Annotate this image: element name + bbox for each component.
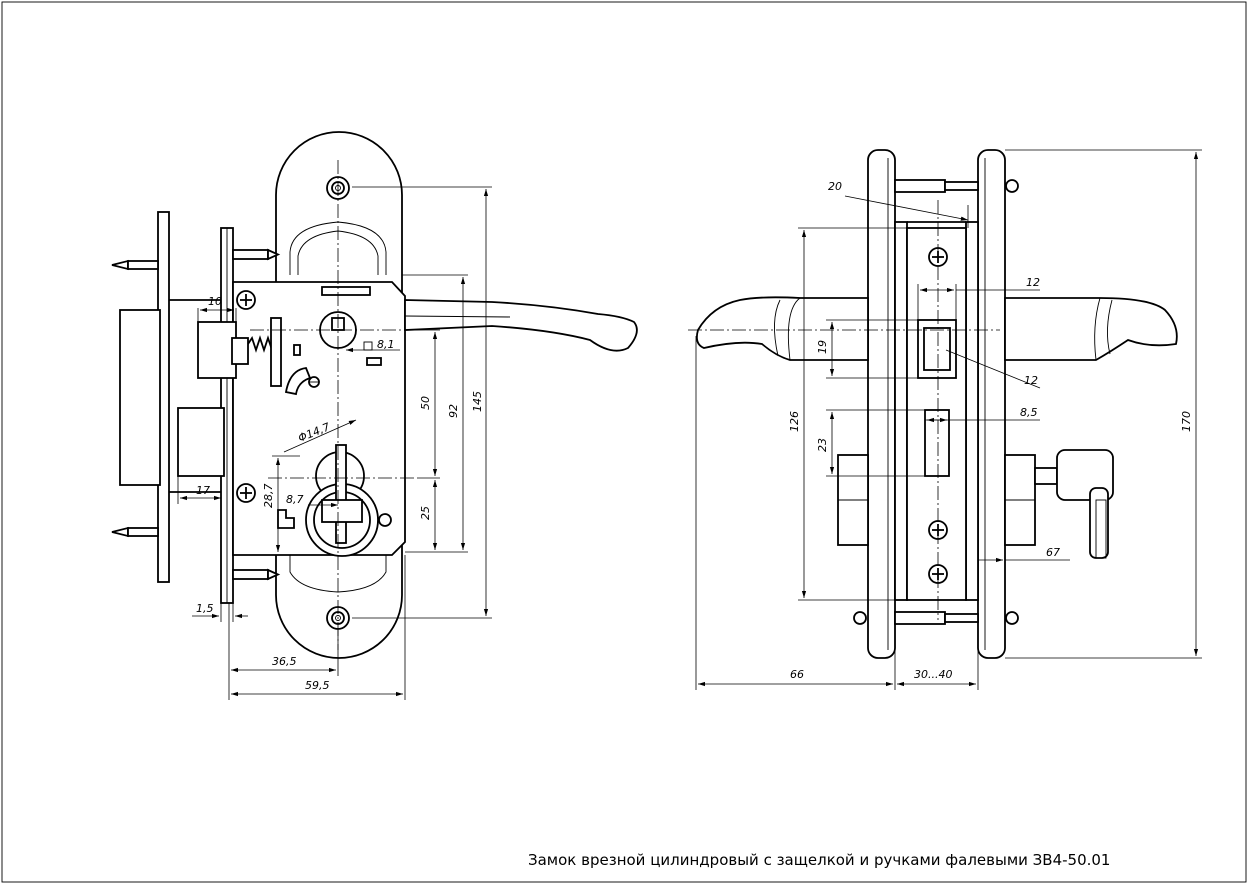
through-screw-bottom <box>853 611 1019 625</box>
dim-19: 19 <box>816 340 829 354</box>
dim-8-1: 8,1 <box>377 338 395 351</box>
dim-66: 66 <box>790 668 804 681</box>
escutcheon-left <box>867 149 896 659</box>
dim-20: 20 <box>828 180 842 193</box>
dim-126: 126 <box>788 411 801 432</box>
latch-bolt <box>197 317 301 387</box>
nail-bottom-left <box>111 526 159 538</box>
front-vertical-dims <box>352 186 492 619</box>
front-view: 145 92 50 25 10 8,1 Φ14,7 28,7 8,7 17 1,… <box>111 131 638 700</box>
dim-59-5: 59,5 <box>305 679 330 692</box>
handle-left <box>695 296 869 361</box>
dim-67: 67 <box>1046 546 1060 559</box>
dead-bolt <box>177 407 225 477</box>
dim-23: 23 <box>816 438 829 452</box>
case-slot <box>321 286 371 296</box>
dim-17: 17 <box>196 484 210 497</box>
dim-12-leader: 12 <box>1024 374 1038 387</box>
through-screw-top <box>894 179 1019 193</box>
dim-28-7: 28,7 <box>262 484 275 509</box>
strike-plate <box>119 211 226 583</box>
dim-25: 25 <box>419 506 432 520</box>
dim-8-5: 8,5 <box>1020 406 1038 419</box>
pin-top <box>232 248 281 261</box>
screw-top <box>236 290 256 310</box>
dim-8-7: 8,7 <box>286 493 304 506</box>
handle-lever <box>404 299 638 352</box>
nail-top-left <box>111 259 159 271</box>
drawing-title: Замок врезной цилиндровый с защелкой и р… <box>528 851 1110 869</box>
dim-10: 10 <box>208 295 222 308</box>
handle-right <box>1004 297 1178 361</box>
dim-92: 92 <box>447 404 460 418</box>
dim-36-5: 36,5 <box>272 655 297 668</box>
escutcheon-right <box>977 149 1006 659</box>
dim-12-top: 12 <box>1026 276 1040 289</box>
dim-1-5: 1,5 <box>196 602 214 615</box>
dim-50: 50 <box>419 396 432 410</box>
dim-145: 145 <box>471 391 484 412</box>
dim-170: 170 <box>1180 411 1193 432</box>
pin-bottom <box>232 568 281 581</box>
screw-bottom <box>236 483 256 503</box>
dim-30-40: 30...40 <box>914 668 952 681</box>
side-view: 20 12 12 19 126 23 8,5 67 <box>688 149 1202 690</box>
key <box>1034 449 1114 559</box>
cylinder <box>277 444 392 557</box>
